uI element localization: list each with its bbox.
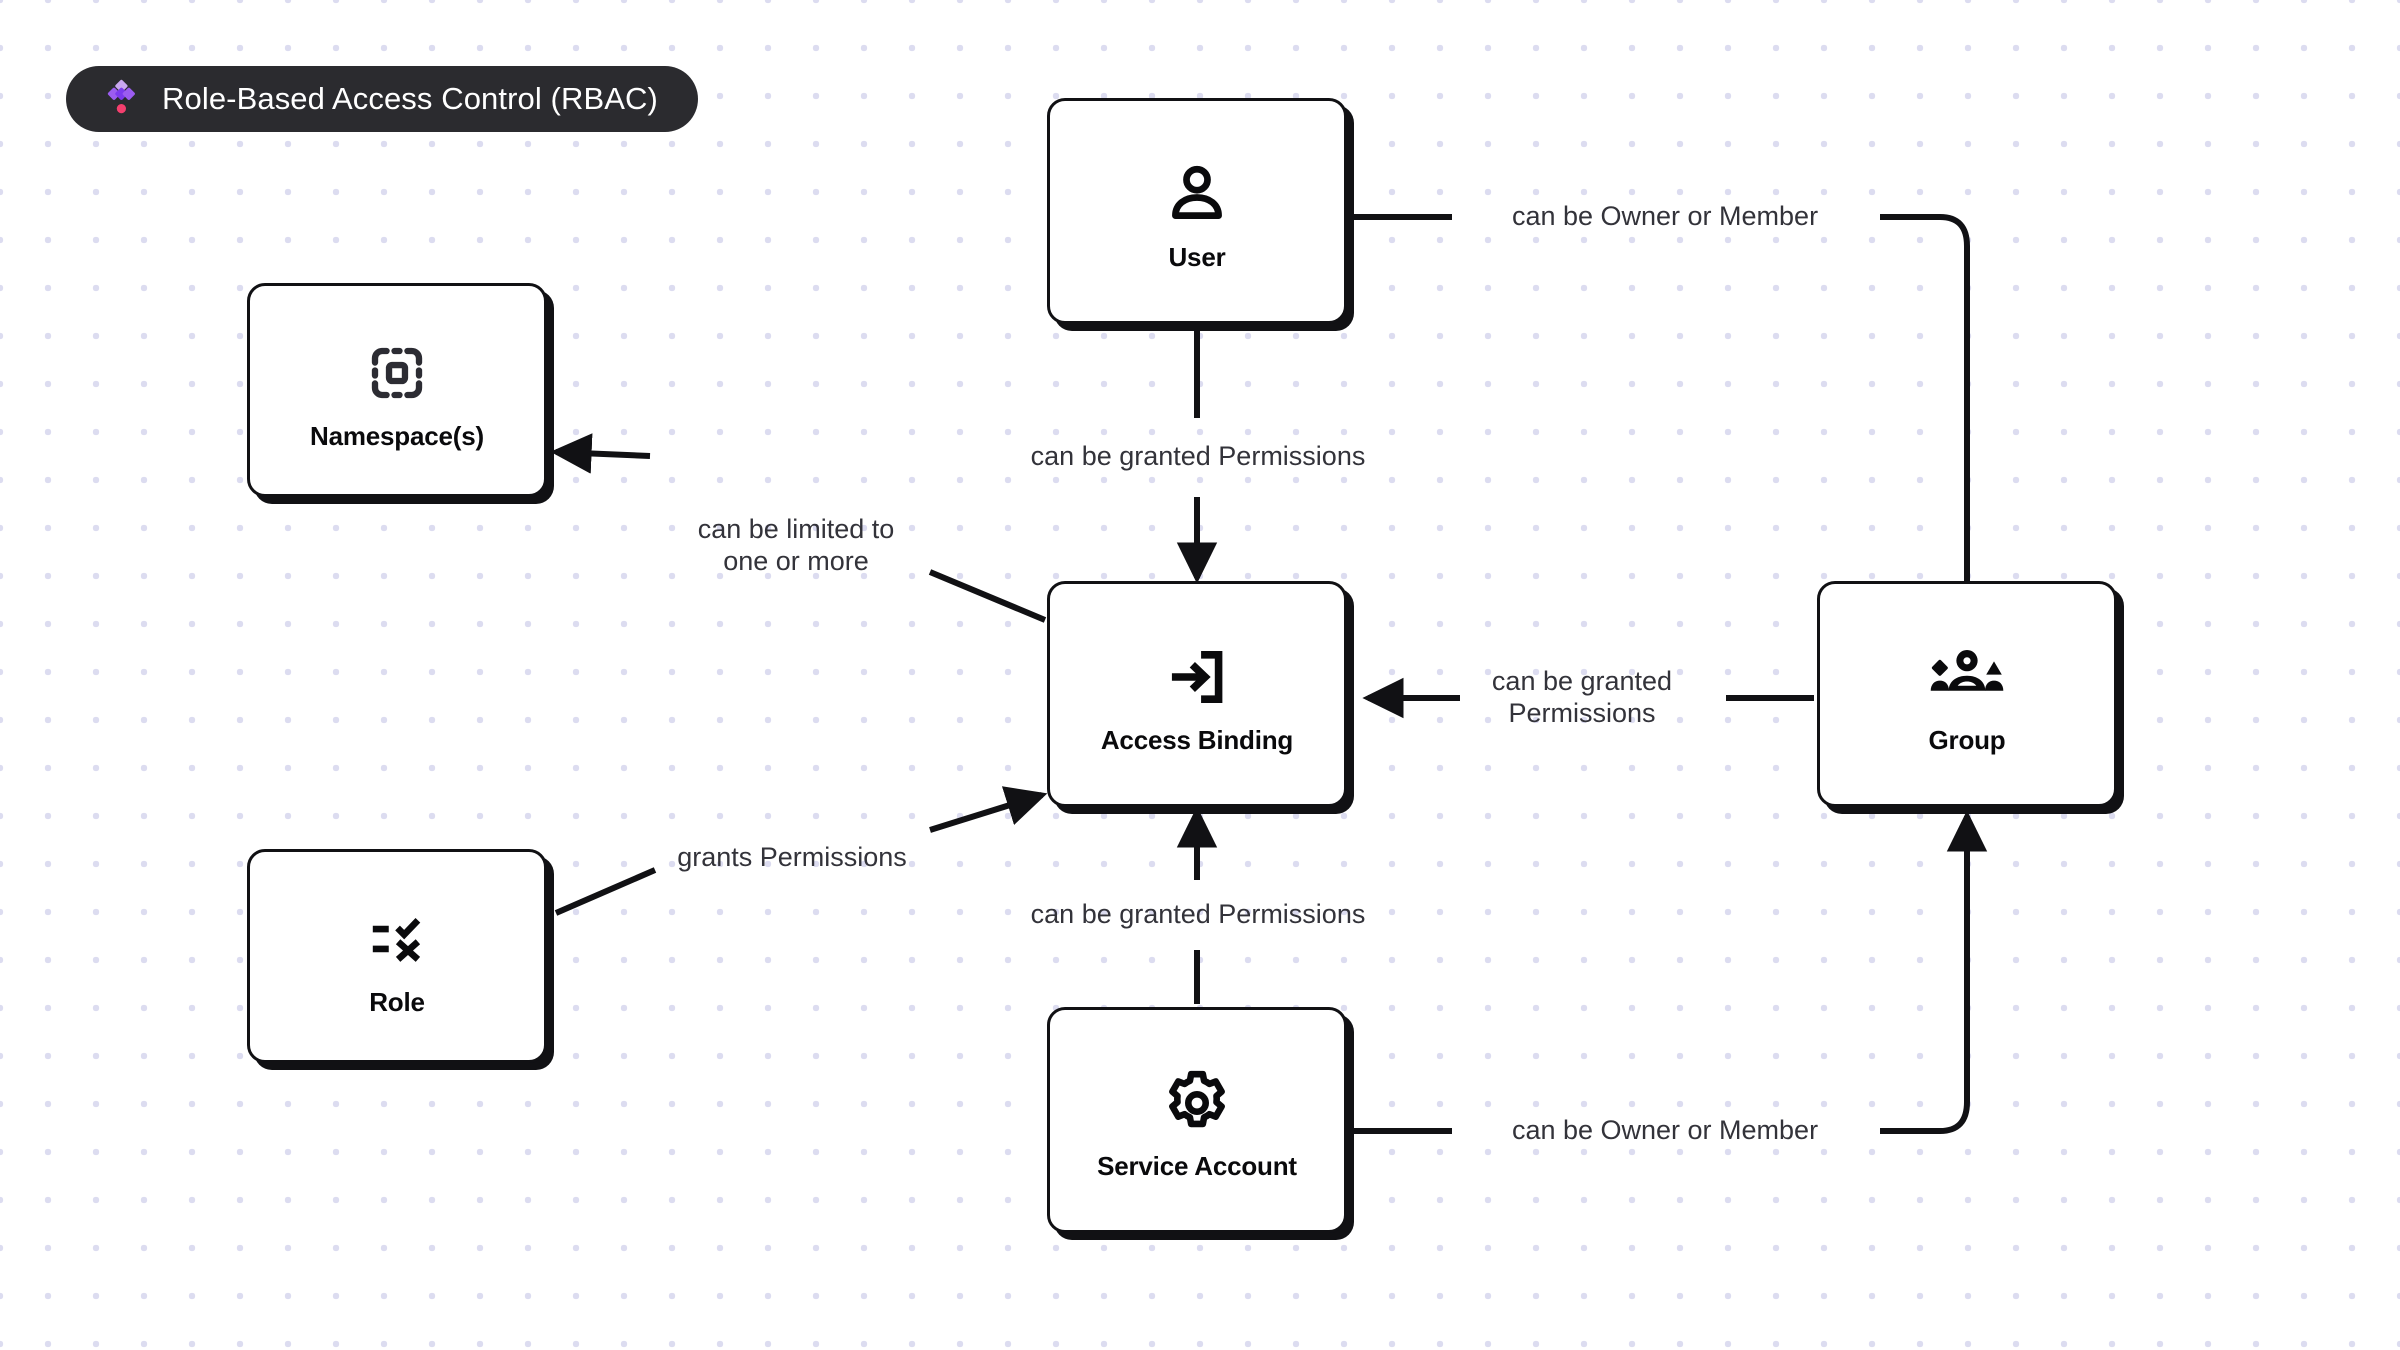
node-namespace-label: Namespace(s) — [310, 420, 484, 451]
node-group[interactable]: Group — [1817, 581, 2117, 807]
node-access-binding-label: Access Binding — [1100, 724, 1294, 755]
node-group-label: Group — [1928, 724, 2006, 755]
edge-role-to-access-binding-head — [929, 786, 1048, 833]
diagram-title-pill: Role-Based Access Control (RBAC) — [66, 66, 698, 132]
user-person-icon — [1162, 151, 1232, 237]
edge-access-binding-to-namespace-head — [550, 433, 651, 474]
node-user-label: User — [1168, 241, 1226, 272]
edge-role-to-access-binding — [554, 867, 657, 916]
edge-service-account-to-group — [1354, 880, 1970, 1134]
diagram-title-label: Role-Based Access Control (RBAC) — [162, 81, 658, 116]
node-namespace[interactable]: Namespace(s) — [247, 283, 547, 497]
role-checklist-icon — [364, 896, 430, 982]
group-people-icon — [1928, 634, 2006, 720]
access-binding-login-icon — [1162, 634, 1232, 720]
node-role-label: Role — [369, 986, 425, 1017]
diamond-cluster-logo-icon — [100, 79, 140, 119]
namespace-dashed-square-icon — [364, 330, 430, 416]
node-service-account[interactable]: Service Account — [1047, 1007, 1347, 1233]
node-access-binding[interactable]: Access Binding — [1047, 581, 1347, 807]
service-account-gear-icon — [1161, 1060, 1233, 1146]
node-service-account-label: Service Account — [1097, 1150, 1297, 1181]
edge-access-binding-to-namespace — [928, 569, 1047, 623]
node-role[interactable]: Role — [247, 849, 547, 1063]
edge-user-to-group — [1354, 214, 1970, 658]
node-user[interactable]: User — [1047, 98, 1347, 324]
